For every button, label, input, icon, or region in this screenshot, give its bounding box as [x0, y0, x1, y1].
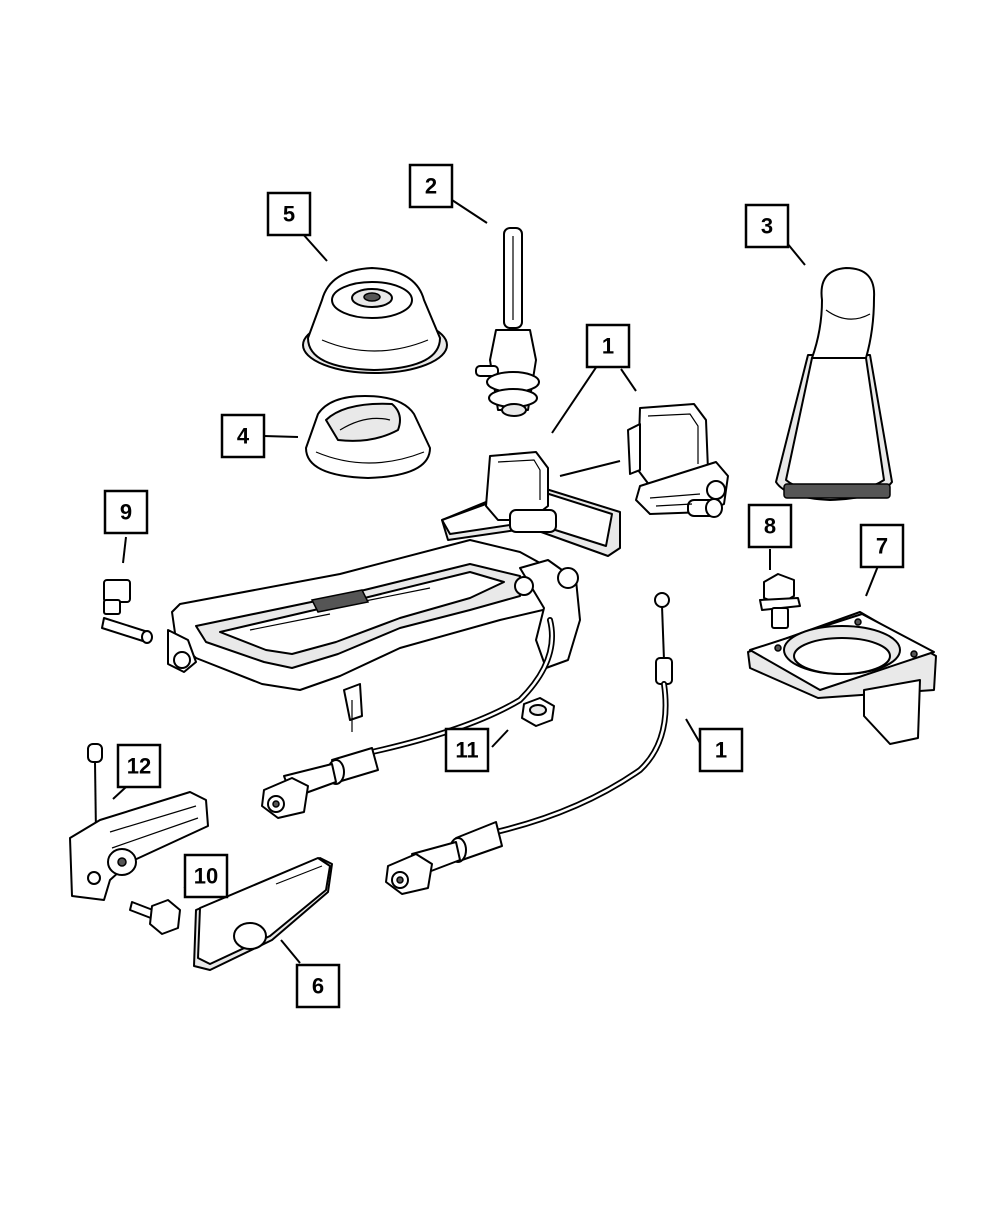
- callout-7: 7: [859, 523, 905, 569]
- callout-12-label: 12: [127, 754, 151, 779]
- part-12-bracket: [69, 743, 209, 901]
- callout-8: 8: [747, 503, 793, 549]
- callout-8-label: 8: [764, 514, 776, 539]
- callout-1-upper: 1: [585, 323, 631, 369]
- callout-5-label: 5: [283, 202, 295, 227]
- callout-4: 4: [220, 413, 266, 459]
- callout-1-upper-label: 1: [602, 334, 614, 359]
- callout-3: 3: [744, 203, 790, 249]
- callout-2: 2: [408, 163, 454, 209]
- callout-11-label: 11: [455, 738, 478, 763]
- callout-12: 12: [116, 743, 162, 789]
- part-2-shift-lever: [475, 227, 540, 417]
- callout-9-label: 9: [120, 500, 132, 525]
- part-5-shift-boot: [302, 267, 448, 374]
- callout-7-label: 7: [876, 534, 888, 559]
- callout-1-lower: 1: [698, 727, 744, 773]
- callout-10-label: 10: [194, 864, 218, 889]
- callout-2-label: 2: [425, 174, 437, 199]
- leader-lines: [112, 199, 879, 964]
- part-9-pin: [101, 579, 153, 644]
- callout-10: 10: [183, 853, 229, 899]
- callout-4-label: 4: [237, 424, 250, 449]
- part-1-cable-lower: [385, 592, 673, 895]
- callout-9: 9: [103, 489, 149, 535]
- part-10-bolt: [129, 899, 181, 935]
- callout-1-lower-label: 1: [715, 738, 727, 763]
- part-11-nut: [521, 697, 555, 727]
- callout-6: 6: [295, 963, 341, 1009]
- part-4-shift-boot-lower: [305, 395, 431, 479]
- callout-11: 11: [444, 727, 490, 773]
- callout-6-label: 6: [312, 974, 324, 999]
- callout-5: 5: [266, 191, 312, 237]
- part-6-cover: [193, 857, 333, 971]
- part-3-shift-knob-boot: [775, 267, 893, 501]
- callout-3-label: 3: [761, 214, 773, 239]
- part-1-shifter-base-assembly: [167, 451, 621, 732]
- part-1-shifter-mechanism: [627, 403, 729, 518]
- part-7-bracket: [747, 611, 937, 745]
- part-8-bolt: [759, 573, 801, 629]
- part-1-cable-upper: [261, 617, 555, 819]
